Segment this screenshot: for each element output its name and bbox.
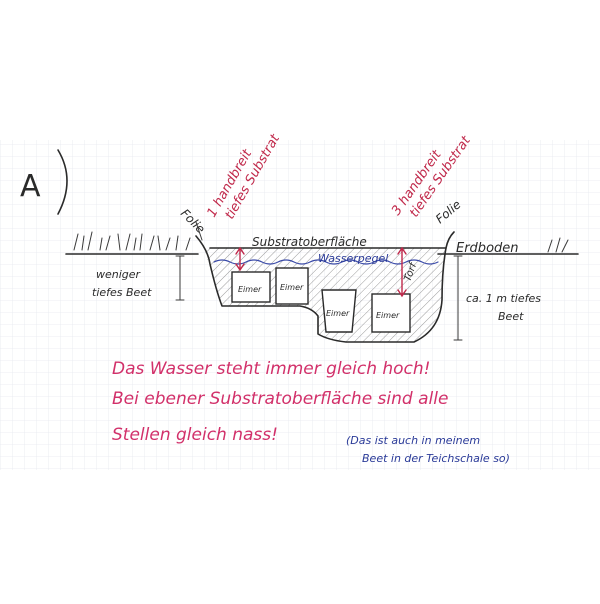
arrow-right-handbreit [397,246,407,298]
grass-right [547,237,569,253]
shallow-bed-line1: weniger [96,268,142,281]
bucket-1: Eimer [231,271,271,303]
shallow-bed-bracket [175,255,185,301]
folie-pointer-left [195,221,203,241]
note-aside-line-2: Beet in der Teichschale so) [362,452,510,465]
shallow-bed-line2: tiefes Beet [92,286,152,299]
substrate-surface-label: Substratoberfläche [252,235,367,249]
bucket-3: Eimer [321,289,357,333]
deep-bed-line1: ca. 1 m tiefes [466,292,541,305]
bucket-label: Eimer [326,309,350,318]
deep-bed-bracket [453,255,463,341]
section-bracket [57,149,68,215]
note-aside-line-1: (Das ist auch in meinem [346,434,480,447]
water-level-label: Wasserpegel [318,252,388,265]
grass-left [73,231,191,251]
bucket-label: Eimer [280,283,304,292]
bucket-label: Eimer [238,285,262,294]
section-label: A [20,169,41,204]
bucket-label: Eimer [376,311,400,320]
arrow-left-handbreit [235,246,245,272]
note-line-1: Das Wasser steht immer gleich hoch! [112,359,430,379]
deep-bed-line2: Beet [498,310,524,323]
pond-outline [195,231,455,343]
note-line-3: Stellen gleich nass! [112,425,278,445]
bucket-2: Eimer [275,267,309,305]
bucket-4: Eimer [371,293,411,333]
ground-label: Erdboden [456,241,519,256]
note-line-2: Bei ebener Substratoberfläche sind alle [112,389,448,409]
